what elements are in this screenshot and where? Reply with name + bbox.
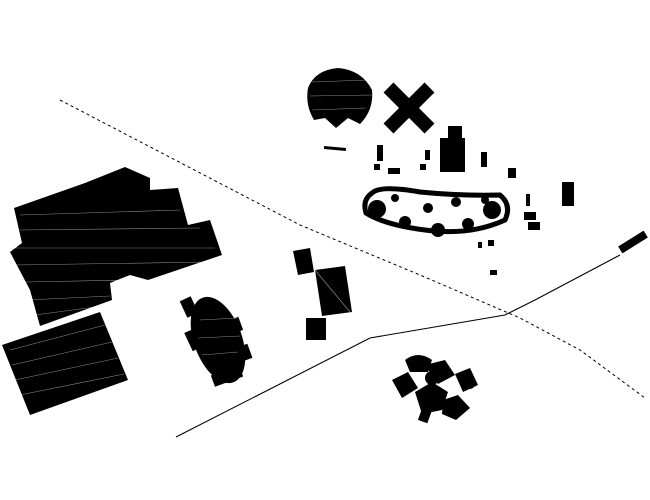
- split-square-building: [293, 248, 352, 340]
- boundary-line: [59, 99, 646, 399]
- oval-pavilion: [179, 296, 253, 387]
- rect-building-west-large: [10, 167, 222, 326]
- small-blocks-north: [323, 126, 574, 275]
- round-tree-canopy: [307, 68, 373, 128]
- ring-colonnade: [362, 186, 511, 237]
- footpath-line: [175, 254, 621, 438]
- x-sculpture: [383, 82, 435, 134]
- rect-building-southwest: [2, 312, 128, 415]
- path-end-marker: [618, 230, 648, 254]
- cluster-rocks: [392, 355, 478, 424]
